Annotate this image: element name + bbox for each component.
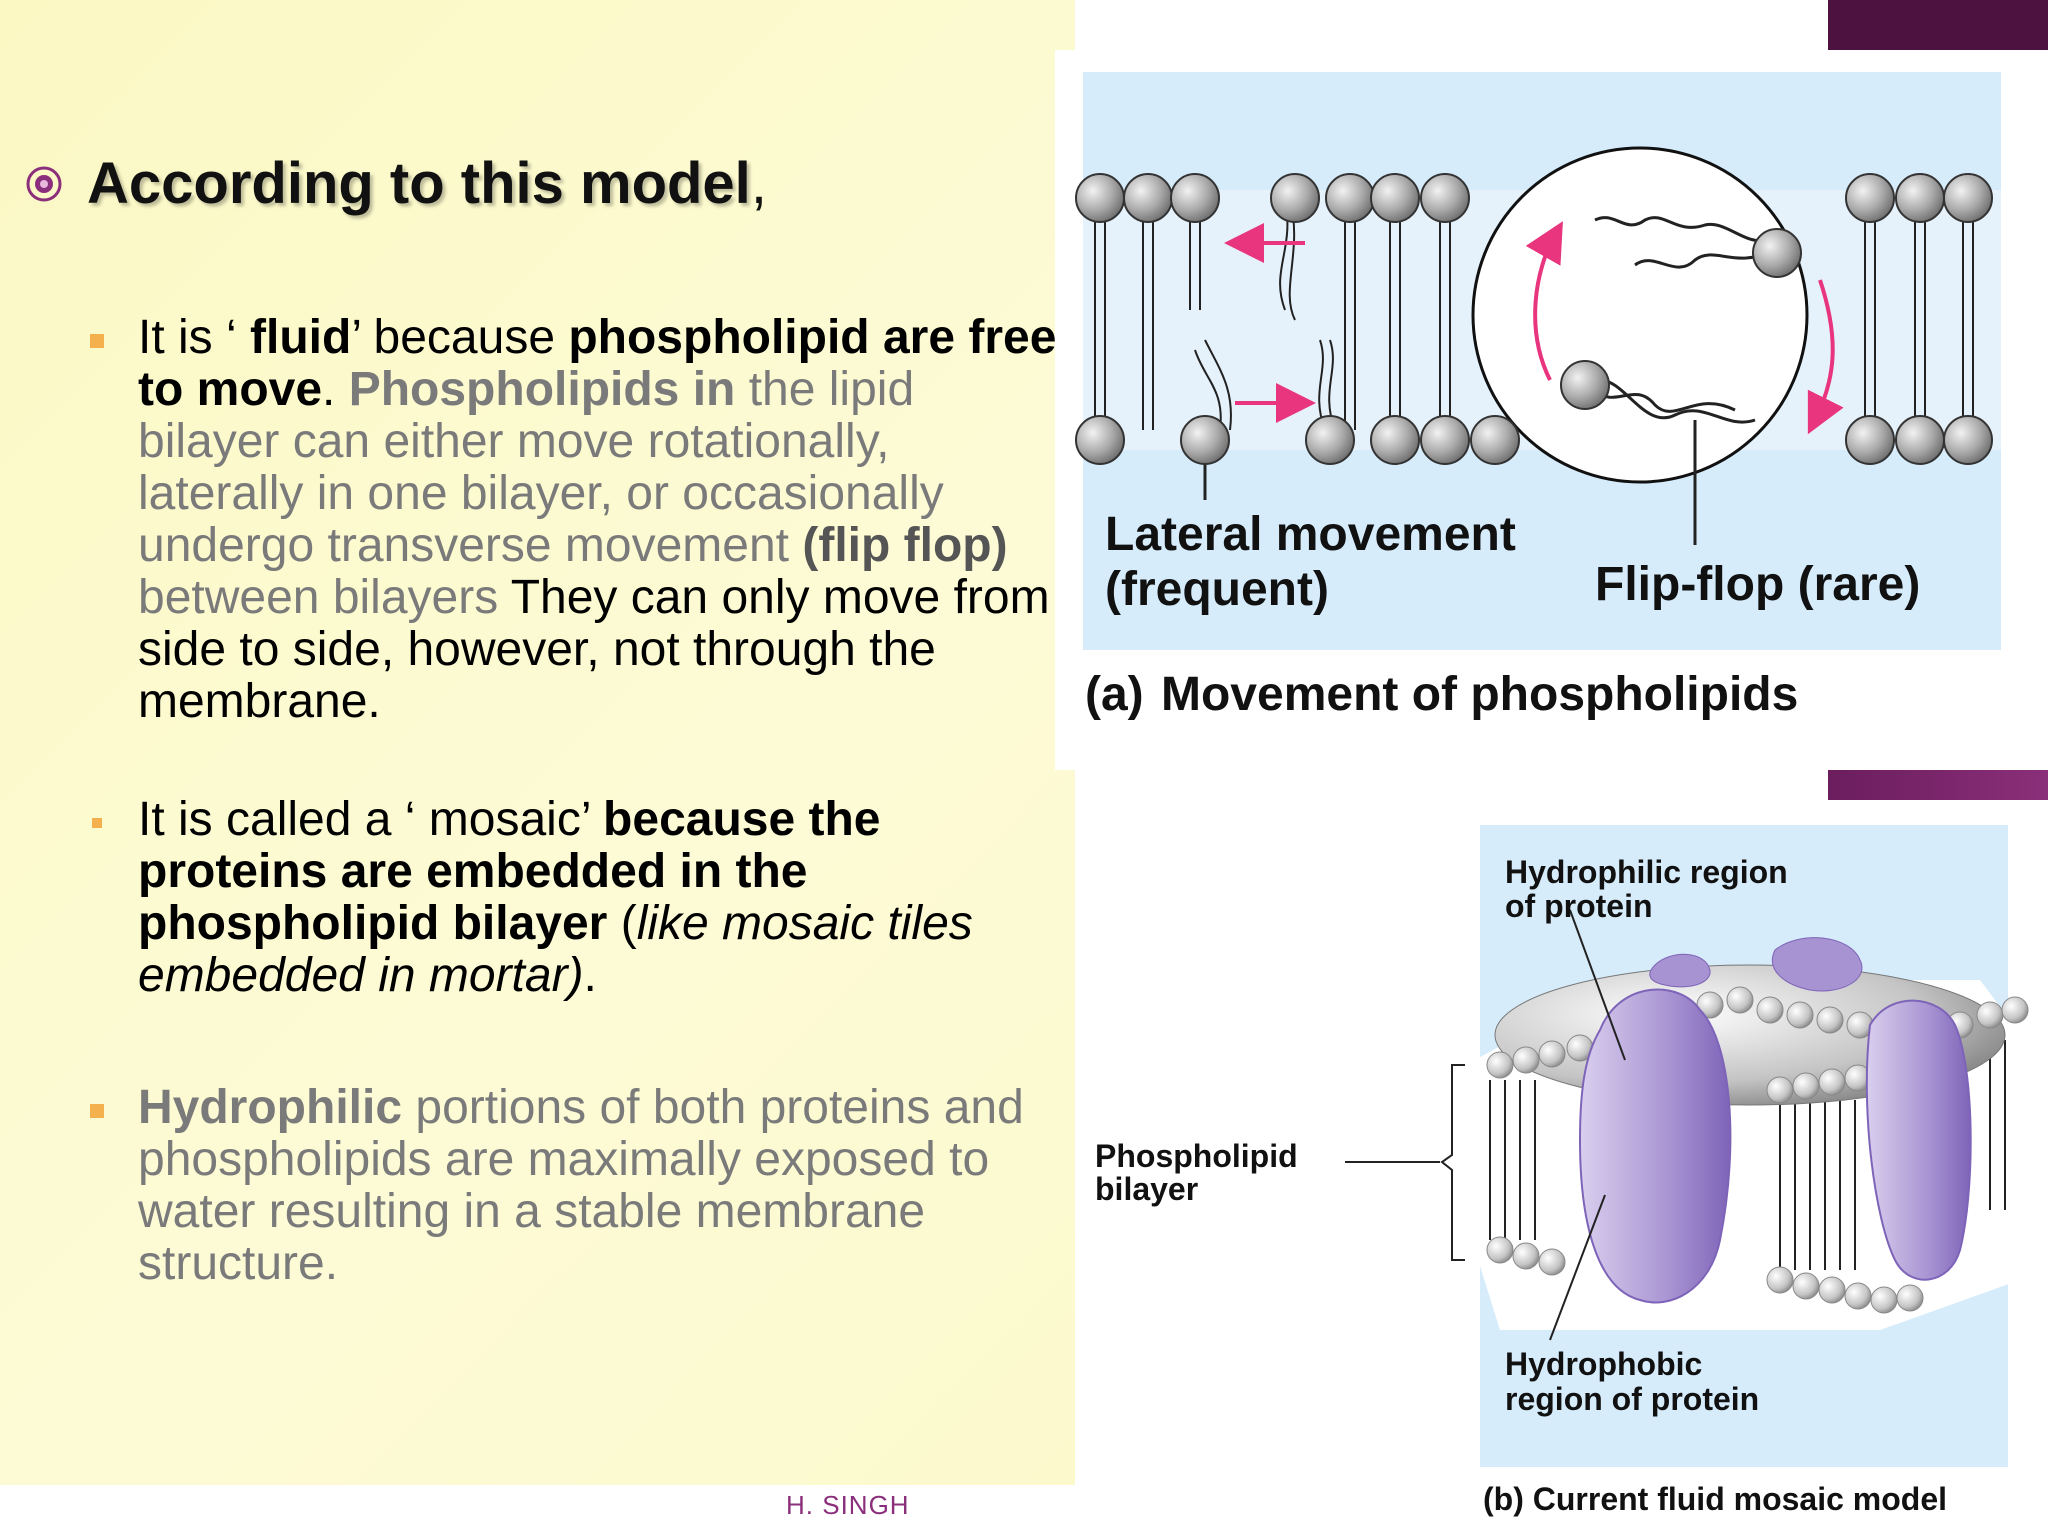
figure-b-fluid-mosaic-model: Hydrophilic region of protein Phospholip…: [1080, 810, 2048, 1536]
caption-a-text: Movement of phospholipids: [1161, 668, 1798, 721]
text-panel: [0, 0, 1075, 1485]
text-run: (: [607, 897, 637, 950]
text-run: like mosaic tiles embedded in mortar): [138, 897, 973, 1002]
text-run: It is called a ‘ mosaic’: [138, 793, 604, 846]
text-run: the lipid bilayer can either move rotati…: [138, 363, 944, 572]
label-hydrophilic-region: Hydrophilic region: [1505, 854, 1788, 890]
bullet-marker: [92, 818, 102, 828]
text-run: portions of both proteins and phospholip…: [138, 1081, 1024, 1290]
label-phospholipid: Phospholipid: [1095, 1138, 1298, 1174]
heading-text: According to this model: [87, 151, 751, 216]
bullet-hydrophilic: Hydrophilic portions of both proteins an…: [90, 1081, 1068, 1290]
text-run: because the proteins are embedded in the…: [138, 793, 881, 950]
text-run: (flip flop): [802, 519, 1008, 572]
flip-arrow-up: [1525, 221, 1563, 381]
flip-flop-circle: [1471, 146, 1809, 484]
text-run: .: [583, 949, 597, 1002]
author-footer: H. SINGH: [786, 1490, 910, 1520]
heading-comma: ,: [750, 151, 767, 216]
peripheral-protein: [1649, 953, 1711, 988]
hydrophobic-leader-line: [1549, 1194, 1606, 1341]
bullet-fluid: It is ‘ fluid’ because phospholipid are …: [90, 311, 1068, 728]
text-run: phospholipid are free to move: [138, 311, 1057, 416]
caption-b: (b) Current fluid mosaic model: [1483, 1481, 1947, 1517]
bullet-mosaic: It is called a ‘ mosaic’ because the pro…: [92, 793, 1068, 1002]
label-flip-flop: Flip-flop (rare): [1595, 558, 1920, 611]
label-of-protein: of protein: [1505, 888, 1653, 924]
label-bilayer: bilayer: [1095, 1171, 1198, 1207]
bullet-marker: [90, 334, 104, 348]
label-hydrophobic: Hydrophobic: [1505, 1346, 1702, 1382]
peripheral-protein: [1772, 937, 1863, 992]
membrane-illustration: [1475, 937, 2029, 1330]
accent-bar-middle: [1828, 770, 2048, 800]
label-frequent: (frequent): [1105, 563, 1329, 616]
flip-arrow-down: [1807, 279, 1844, 435]
text-run: Hydrophilic: [138, 1081, 403, 1134]
text-run: They can only move from side to side, ho…: [138, 571, 1050, 728]
hydrophilic-leader-line: [1569, 909, 1626, 1061]
text-run: between bilayers: [138, 571, 499, 624]
accent-bar-top: [1828, 0, 2048, 50]
target-bullet-icon: [26, 166, 62, 201]
bilayer-bracket: [1440, 1064, 1465, 1261]
text-run: ’ because: [351, 311, 569, 364]
label-region-of-protein: region of protein: [1505, 1381, 1759, 1417]
caption-a-letter: (a): [1085, 668, 1144, 721]
text-run: fluid: [250, 311, 352, 364]
phospholipid-heads: [1075, 173, 1993, 465]
text-run: Phospholipids in: [348, 363, 736, 416]
bullet-marker: [90, 1104, 104, 1118]
label-lateral-movement: Lateral movement: [1105, 508, 1516, 561]
text-run: .: [322, 363, 349, 416]
transmembrane-protein-large: [1578, 988, 1732, 1304]
text-run: It is ‘: [138, 311, 251, 364]
transmembrane-protein-right: [1865, 999, 1972, 1281]
figure-a-phospholipid-movement: Lateral movement (frequent) Flip-flop (r…: [1055, 50, 2048, 770]
slide-heading: According to this model,: [25, 150, 767, 217]
